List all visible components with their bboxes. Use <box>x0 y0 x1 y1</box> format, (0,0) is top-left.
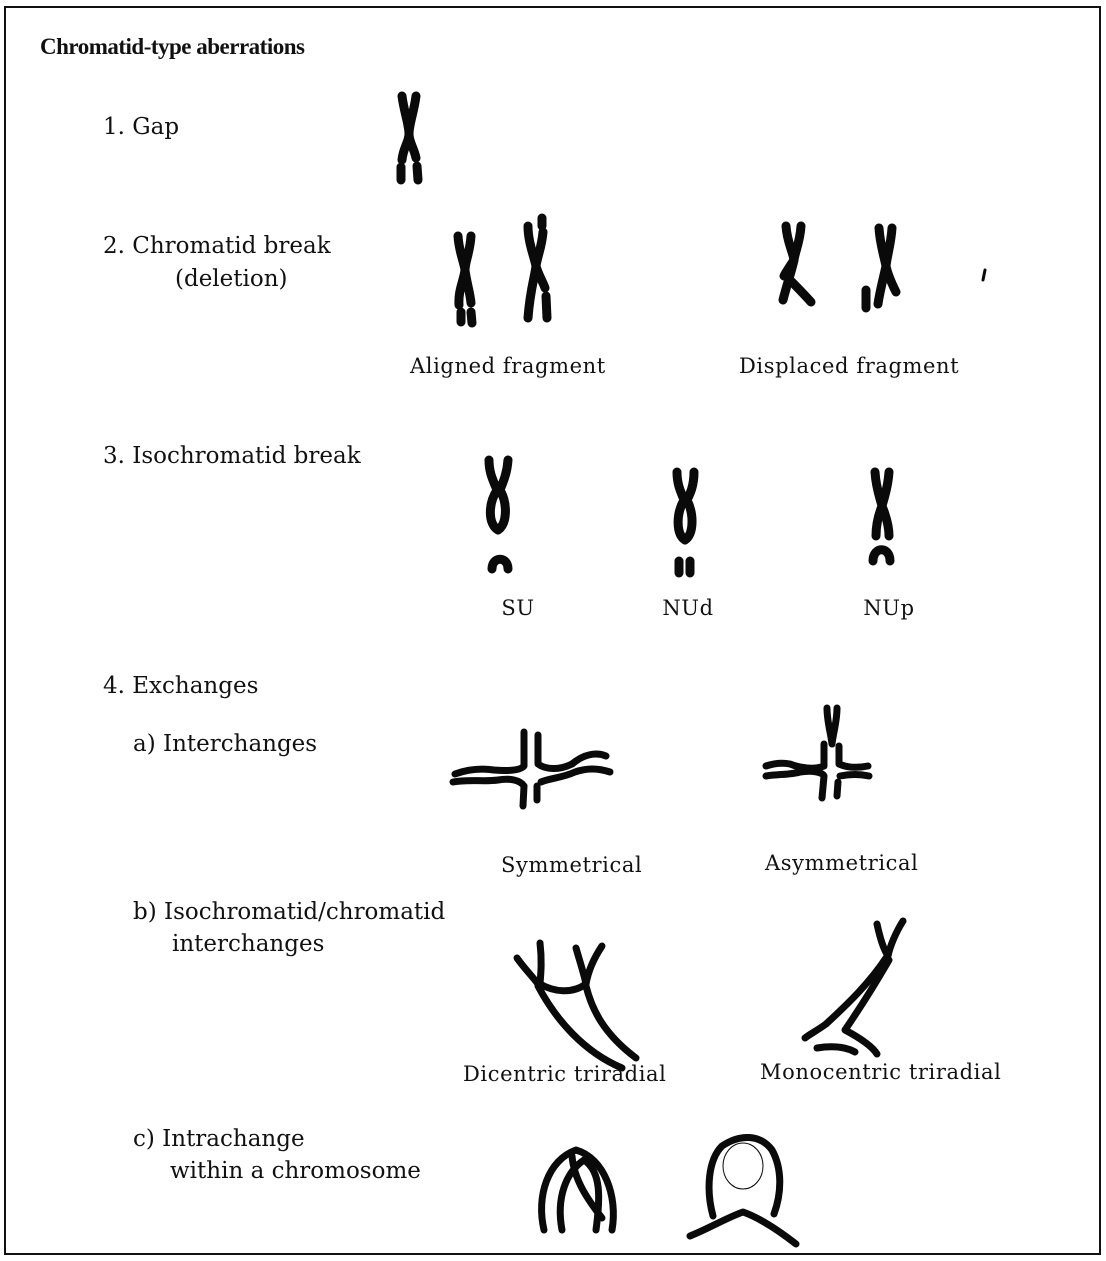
aligned-fragment-chromosome-2 <box>528 218 547 318</box>
intrachange-figure-2 <box>690 1137 796 1244</box>
su-chromosome <box>489 460 508 569</box>
nud-chromosome <box>677 472 694 573</box>
intrachange-figure-1 <box>542 1150 614 1230</box>
aligned-fragment-chromosome-1 <box>458 236 472 323</box>
speck-mark <box>983 270 985 280</box>
displaced-fragment-chromosome-1 <box>783 226 811 302</box>
asymmetrical-interchange <box>766 708 869 798</box>
dicentric-triradial <box>517 943 636 1068</box>
monocentric-triradial <box>805 921 903 1054</box>
nup-chromosome <box>873 472 890 561</box>
symmetrical-interchange <box>453 732 610 806</box>
displaced-fragment-chromosome-2 <box>866 228 896 308</box>
gap-chromosome <box>401 96 418 180</box>
